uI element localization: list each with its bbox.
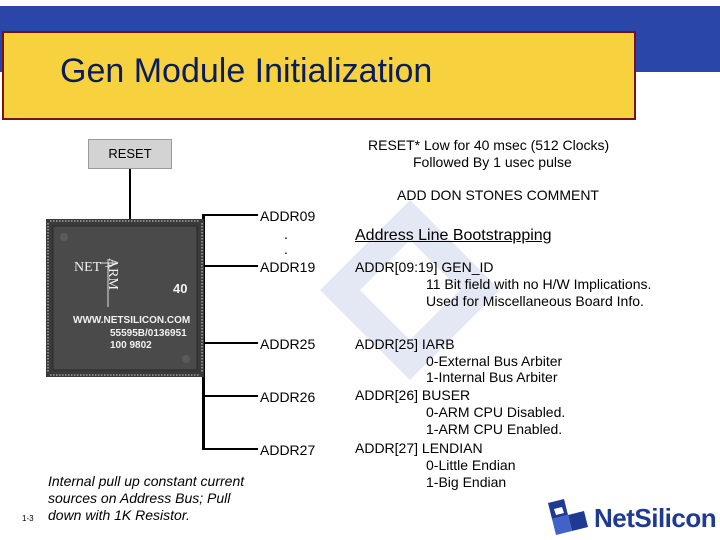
chip-date-code: 100 9802: [110, 340, 152, 351]
addr26-label: ADDR26: [260, 389, 316, 405]
netsilicon-logo-text: NetSilicon: [594, 503, 717, 533]
reset-box: RESET: [88, 139, 172, 169]
page-number: 1-3: [22, 514, 34, 523]
lendian-label: ADDR[27] LENDIAN: [355, 440, 483, 456]
pullup-note-line2: sources on Address Bus; Pull: [48, 490, 231, 506]
lendian-option-0: 0-Little Endian: [426, 457, 516, 473]
iarb-label: ADDR[25] IARB: [355, 336, 455, 352]
chip-brand: NET +: [74, 260, 113, 275]
reset-connector-line: [129, 169, 131, 223]
netsilicon-logo-icon: [548, 499, 588, 535]
addr19-tick: [202, 265, 258, 267]
addr09-label: ADDR09: [260, 208, 316, 224]
chip-website: WWW.NETSILICON.COM: [73, 315, 191, 326]
gen-id-line1: ADDR[09:19] GEN_ID: [355, 259, 494, 275]
pullup-note: Internal pull up constant current source…: [48, 473, 244, 524]
pullup-note-line1: Internal pull up constant current: [48, 473, 245, 489]
addr27-label: ADDR27: [260, 442, 316, 458]
gen-id-line3: Used for Miscellaneous Board Info.: [426, 293, 644, 309]
reset-description-line2: Followed By 1 usec pulse: [413, 154, 572, 170]
header-stripe: [0, 0, 720, 6]
reset-comment: ADD DON STONES COMMENT: [397, 187, 599, 203]
buser-label: ADDR[26] BUSER: [355, 387, 471, 403]
reset-description-line1: RESET* Low for 40 msec (512 Clocks): [368, 137, 610, 153]
buser-option-1: 1-ARM CPU Enabled.: [426, 421, 563, 437]
pullup-note-line3: down with 1K Resistor.: [48, 507, 190, 523]
addr19-label: ADDR19: [260, 259, 316, 275]
chip-part-number: 55595B/0136951: [110, 328, 187, 339]
chip-model: 40: [173, 281, 188, 296]
addr27-tick: [202, 448, 258, 450]
bootstrapping-heading: Address Line Bootstrapping: [355, 227, 552, 244]
title-box: [2, 31, 636, 120]
iarb-option-1: 1-Internal Bus Arbiter: [426, 369, 558, 385]
chip-image: [46, 219, 204, 377]
watermark-logo-icon: [320, 200, 500, 380]
addr09-tick: [202, 214, 258, 216]
chip-arm-text: ARM: [105, 258, 120, 290]
page-title: Gen Module Initialization: [60, 52, 433, 90]
addr25-tick: [202, 342, 258, 344]
iarb-option-0: 0-External Bus Arbiter: [426, 353, 563, 369]
lendian-option-1: 1-Big Endian: [426, 474, 507, 490]
dot-1: .: [284, 226, 288, 242]
addr25-label: ADDR25: [260, 336, 316, 352]
addr26-tick: [202, 395, 258, 397]
buser-option-0: 0-ARM CPU Disabled.: [426, 404, 566, 420]
dot-2: .: [284, 241, 288, 257]
gen-id-line2: 11 Bit field with no H/W Implications.: [426, 276, 652, 292]
